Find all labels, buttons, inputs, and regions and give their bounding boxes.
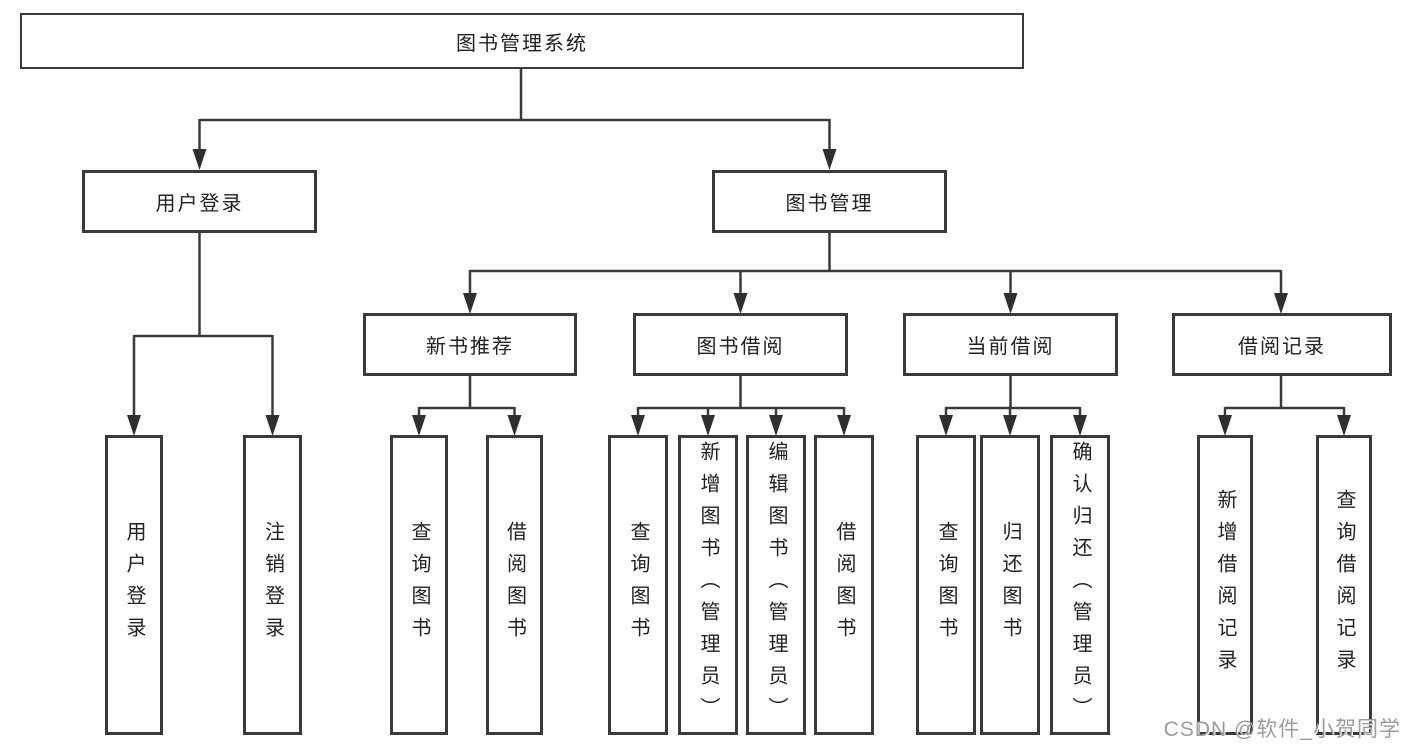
connector-book-borrow-to-leaves xyxy=(636,376,846,420)
connector-new-books-to-leaves xyxy=(417,376,516,420)
leaf-borrow-query-books: 查询图书 xyxy=(608,435,668,735)
connector-root-to-level2 xyxy=(198,69,831,153)
node-user-login: 用户登录 xyxy=(82,170,317,233)
node-library-management-system: 图书管理系统 xyxy=(20,13,1024,69)
node-borrowing-records: 借阅记录 xyxy=(1172,313,1392,376)
node-new-book-recommendation: 新书推荐 xyxy=(363,313,577,376)
csdn-watermark: CSDN @软件_小贺同学 xyxy=(1163,718,1401,741)
leaf-logout: 注销登录 xyxy=(243,435,302,735)
connector-book-management-to-level3 xyxy=(468,233,1283,298)
leaf-newbooks-borrow-books: 借阅图书 xyxy=(486,435,543,735)
leaf-current-return-books: 归还图书 xyxy=(980,435,1040,735)
leaf-borrow-edit-book-admin: 编辑图书（管理员） xyxy=(746,435,806,735)
leaf-records-query-borrow-record: 查询借阅记录 xyxy=(1316,435,1372,735)
node-book-borrowing: 图书借阅 xyxy=(633,313,848,376)
connector-borrow-records-to-leaves xyxy=(1223,376,1346,420)
leaf-user-login: 用户登录 xyxy=(105,435,163,735)
leaf-borrow-borrow-books: 借阅图书 xyxy=(814,435,874,735)
leaf-current-confirm-return-admin: 确认归还（管理员） xyxy=(1050,435,1110,735)
leaf-borrow-add-book-admin: 新增图书（管理员） xyxy=(678,435,738,735)
connector-current-borrow-to-leaves xyxy=(944,376,1082,420)
leaf-records-add-borrow-record: 新增借阅记录 xyxy=(1197,435,1253,735)
connector-user-login-to-leaves xyxy=(132,233,274,420)
leaf-current-query-books: 查询图书 xyxy=(916,435,976,735)
node-current-borrowing: 当前借阅 xyxy=(903,313,1118,376)
leaf-newbooks-query-books: 查询图书 xyxy=(390,435,448,735)
node-book-management: 图书管理 xyxy=(712,170,947,233)
